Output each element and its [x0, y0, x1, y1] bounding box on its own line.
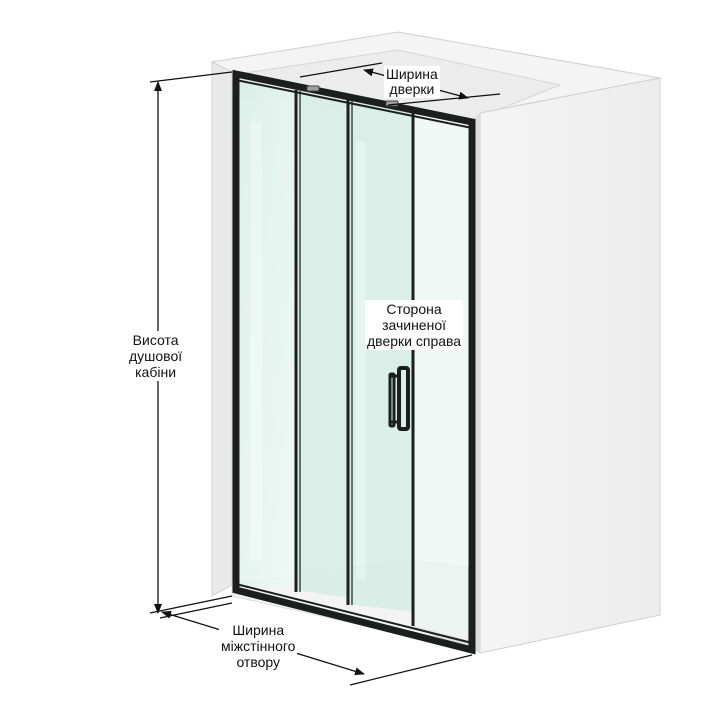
glass-panel-4 [414, 113, 468, 640]
door-width-label-line-2: дверки [389, 81, 435, 97]
cabin-height-label-line-2: душової [129, 348, 183, 364]
roller-1 [306, 85, 320, 92]
handle-inner-grip [388, 372, 396, 428]
closed-door-side-label: Сторона зачиненої дверки справа [365, 300, 464, 350]
cabin-height-label-line-1: Висота [132, 332, 179, 348]
opening-width-label-line-2: міжстінного [221, 638, 296, 654]
glass-reflection [250, 120, 262, 562]
glass-reflection-2 [356, 140, 366, 580]
closed-side-label-line-1: Сторона [386, 301, 442, 317]
door-width-label: Ширина дверки [384, 66, 440, 98]
top-track [235, 79, 473, 129]
opening-width-extension-right [349, 654, 473, 686]
cabin-height-label-line-3: кабіни [135, 364, 177, 380]
height-extension-top [149, 71, 233, 83]
glass-panel-1 [240, 82, 296, 588]
opening-width-label-line-3: отвору [236, 654, 281, 670]
door-width-extension-left [299, 62, 383, 78]
left-wall-face [211, 61, 233, 597]
handle-bar [397, 366, 410, 431]
glass-panel-2 [296, 92, 348, 598]
right-wall [479, 77, 661, 654]
cabin-height-label: Висота душової кабіни [127, 331, 185, 381]
opening-width-label: Ширина міжстінного отвору [219, 621, 298, 671]
opening-width-extension-left [159, 602, 233, 619]
glass-panels [240, 82, 468, 640]
door-width-extension-right [387, 93, 501, 106]
height-extension-bottom [149, 595, 233, 614]
door-handle [388, 366, 410, 431]
closed-side-label-line-2: зачиненої [382, 317, 446, 333]
glass-panel-3 [348, 101, 414, 612]
door-width-label-line-1: Ширина [386, 66, 438, 82]
opening-width-label-line-1: Ширина [232, 622, 285, 638]
closed-side-label-line-3: дверки справа [367, 333, 462, 349]
